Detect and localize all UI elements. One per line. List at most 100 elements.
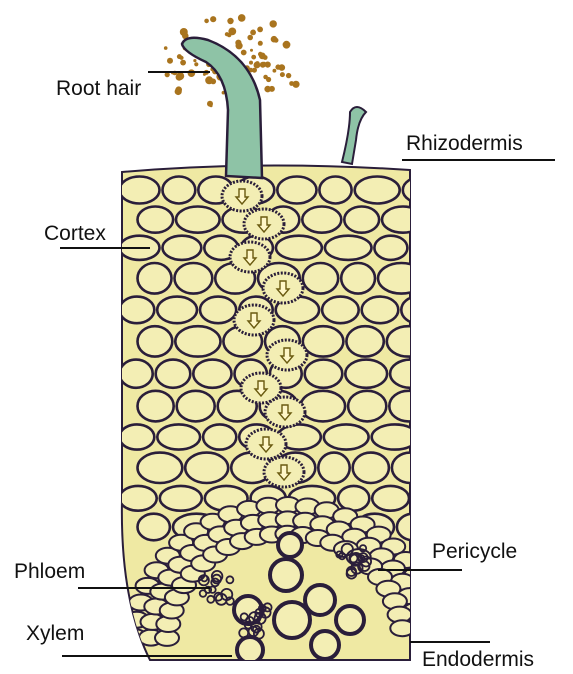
cortex-cell <box>277 177 316 204</box>
cortex-cell <box>203 424 236 449</box>
cortex-cell <box>374 236 407 260</box>
cortex-cell <box>389 391 427 422</box>
cortex-cell <box>120 486 157 511</box>
cortex-cell <box>175 263 213 294</box>
soil-particle <box>227 33 231 37</box>
cortex-cell <box>324 424 369 449</box>
cortex-cell <box>185 453 228 483</box>
soil-particle <box>255 61 260 66</box>
cortex-cell <box>200 297 236 324</box>
cortex-cell <box>138 207 174 233</box>
soil-particle <box>250 30 256 36</box>
soil-particle <box>179 56 183 60</box>
soil-particle <box>204 19 209 24</box>
soil-particle <box>176 74 183 81</box>
cortex-cell <box>138 514 170 541</box>
cortex-cell <box>163 236 202 260</box>
soil-particle <box>227 18 233 24</box>
cortex-cell <box>348 391 386 422</box>
rhizodermis-label: Rhizodermis <box>406 132 523 155</box>
soil-particle <box>251 55 256 60</box>
cortex-cell <box>319 177 351 204</box>
cortex-cell <box>410 236 448 260</box>
root-hair-label: Root hair <box>56 77 141 100</box>
cortex-cell <box>403 177 443 204</box>
cortex-cell <box>156 360 191 388</box>
label-rhizodermis: Rhizodermis <box>402 132 555 160</box>
soil-particle <box>264 86 271 93</box>
cortex-cell <box>353 453 389 483</box>
cortex-cell <box>372 486 409 511</box>
xylem-vessel <box>274 602 310 638</box>
cortex-cell <box>382 207 424 233</box>
cortex-cell <box>176 207 220 233</box>
cortex-cell <box>362 297 399 324</box>
cortex-cell <box>138 326 173 356</box>
phloem-label: Phloem <box>14 560 85 583</box>
soil-particle <box>279 64 286 71</box>
soil-particle <box>292 81 299 88</box>
cortex-cell <box>305 360 343 388</box>
soil-particle <box>167 58 173 64</box>
stele-cell <box>413 583 437 599</box>
soil-particle <box>247 35 253 41</box>
soil-particle <box>266 77 271 82</box>
cortex-cell <box>378 263 425 294</box>
xylem-vessel <box>270 559 302 591</box>
xylem-vessel <box>311 631 339 659</box>
cortex-cell <box>344 207 379 233</box>
soil-particle <box>210 16 216 22</box>
cortex-cell <box>120 360 153 388</box>
cortex-cell <box>163 177 196 204</box>
label-endodermis: Endodermis <box>410 642 534 671</box>
soil-particle <box>257 27 263 33</box>
cortex-cell <box>119 297 154 324</box>
cortex-cell <box>372 424 418 449</box>
cortex-cell <box>138 391 174 422</box>
endodermis-label: Endodermis <box>422 648 534 671</box>
soil-particle <box>164 46 168 50</box>
soil-particle <box>238 14 246 22</box>
cortex-cell <box>355 177 400 204</box>
cortex-cell <box>157 297 197 324</box>
soil-particle <box>193 59 196 62</box>
xylem-vessel <box>336 606 364 634</box>
cortex-label: Cortex <box>44 222 106 245</box>
soil-particle <box>280 72 285 77</box>
cortex-cell <box>160 486 202 511</box>
soil-particle <box>283 41 291 49</box>
pericycle-label: Pericycle <box>432 540 517 563</box>
soil-particle <box>252 69 255 72</box>
cortex-cell <box>387 326 430 356</box>
cortex-cell <box>341 263 375 294</box>
soil-particle <box>180 60 186 66</box>
cortex-cell <box>322 297 359 324</box>
soil-particle <box>271 36 278 43</box>
soil-particle <box>270 20 277 27</box>
cortex-cell <box>412 486 452 511</box>
soil-particle <box>205 76 213 84</box>
cortex-cell <box>193 360 231 388</box>
xylem-vessel <box>278 533 302 557</box>
stele-cell <box>422 617 446 633</box>
cortex-cell <box>318 453 349 483</box>
soil-particle <box>210 104 213 107</box>
cortex-cell <box>346 326 383 356</box>
cortex-cell <box>138 263 172 294</box>
soil-particle <box>250 49 253 52</box>
xylem-vessel <box>237 637 263 663</box>
soil-particle <box>175 86 182 93</box>
soil-particle <box>203 73 206 76</box>
small-root-hair-shape <box>342 107 366 164</box>
xylem-label: Xylem <box>26 622 84 645</box>
cortex-cell <box>119 424 154 449</box>
stele-cell <box>419 600 443 616</box>
soil-particle <box>258 41 263 46</box>
soil-particle <box>259 53 266 60</box>
cortex-cell <box>397 514 430 541</box>
soil-particle <box>273 69 277 73</box>
cortex-cell <box>325 236 372 260</box>
cortex-cell <box>401 297 433 324</box>
cortex-cell <box>177 391 215 422</box>
cortex-cell <box>301 391 345 422</box>
